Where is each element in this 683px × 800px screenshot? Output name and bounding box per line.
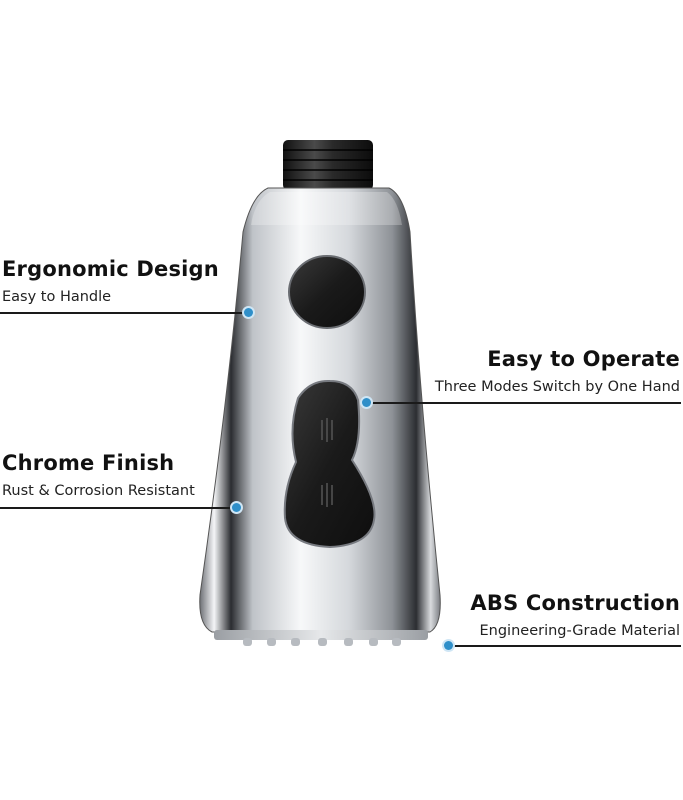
nozzle-ring	[214, 630, 428, 640]
leader-line-ergonomic	[0, 312, 246, 314]
marker-dot-ergonomic	[244, 308, 253, 317]
marker-dot-abs	[444, 641, 453, 650]
callout-subtitle: Three Modes Switch by One Hand	[434, 379, 680, 395]
marker-dot-operate	[362, 398, 371, 407]
thread-ridges	[283, 149, 373, 181]
spray-nozzles	[243, 638, 401, 646]
callout-subtitle: Engineering-Grade Material	[479, 623, 681, 639]
callout-ergonomic-design: Ergonomic Design Easy to Handle	[2, 259, 219, 305]
leader-line-chrome	[0, 507, 237, 509]
callout-easy-to-operate: Easy to Operate Three Modes Switch by On…	[435, 349, 680, 395]
thread-connector	[283, 140, 373, 190]
leader-line-operate	[368, 402, 681, 404]
callout-subtitle: Easy to Handle	[2, 289, 112, 305]
callout-title: Chrome Finish	[2, 451, 175, 475]
callout-title: ABS Construction	[470, 591, 680, 615]
rocker-switch	[283, 379, 376, 549]
callout-chrome-finish: Chrome Finish Rust & Corrosion Resistant	[2, 453, 195, 499]
round-mode-button	[288, 255, 366, 329]
callout-title: Easy to Operate	[487, 347, 680, 371]
rocker-grip-marks	[321, 418, 333, 507]
leader-line-abs	[450, 645, 681, 647]
callout-subtitle: Rust & Corrosion Resistant	[2, 483, 195, 499]
marker-dot-chrome	[232, 503, 241, 512]
shoulder-highlight	[251, 192, 402, 225]
callout-abs-construction: ABS Construction Engineering-Grade Mater…	[470, 593, 680, 639]
callout-title: Ergonomic Design	[2, 257, 219, 281]
